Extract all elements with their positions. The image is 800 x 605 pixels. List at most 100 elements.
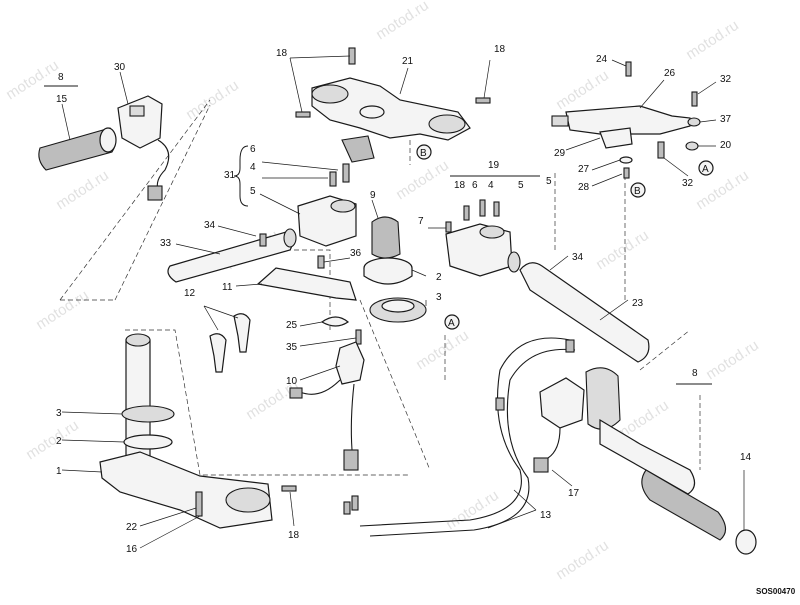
callout-37: 37: [720, 114, 732, 125]
bottom-yoke-1: [99, 451, 273, 529]
callout-17: 17: [568, 488, 580, 499]
cable-b: [369, 348, 576, 537]
watermark: motod.ru: [553, 537, 612, 584]
clip-25: [320, 316, 350, 327]
damper-eye-37: [687, 117, 701, 127]
callout-29: 29: [554, 148, 566, 159]
right-switch-wire: [547, 427, 561, 459]
stem-bearing-3: [121, 405, 175, 423]
callout-6: 6: [250, 144, 256, 155]
bar-end-cap: [735, 529, 757, 555]
callout-22: 22: [126, 522, 138, 533]
ignition-switch-10: [289, 316, 365, 471]
nut-9: [371, 216, 401, 259]
callout-30: 30: [114, 62, 126, 73]
bolt-r6: [479, 199, 486, 217]
bolt-18-left: [295, 111, 311, 118]
bolt-18-lower: [281, 485, 297, 492]
callout-18: 18: [276, 48, 288, 59]
ref-mark-a: A: [448, 318, 455, 329]
right-grip-14: [641, 469, 727, 541]
cable-end-a: [351, 495, 359, 511]
bolt-32-low: [657, 141, 665, 159]
top-yoke-center-bore: [359, 105, 385, 119]
callout-5: 5: [546, 176, 552, 187]
bolt-22: [195, 491, 203, 517]
bearing-3-inner: [381, 299, 415, 313]
ignition-wire-b: [350, 383, 355, 451]
callout-33: 33: [160, 238, 172, 249]
callout-11: 11: [222, 282, 233, 293]
right-grip-assembly: [533, 367, 757, 555]
callout-15: 15: [56, 94, 68, 105]
callout-23: 23: [632, 298, 644, 309]
ref-mark-b: B: [634, 186, 641, 197]
callout-34: 34: [204, 220, 216, 231]
callout-10: 10: [286, 376, 298, 387]
callout-3: 3: [56, 408, 62, 419]
bolt-7: [445, 221, 452, 233]
callout-5: 5: [250, 186, 256, 197]
damper-body: [565, 105, 691, 135]
callout-25: 25: [286, 320, 298, 331]
ref-circle-b-right: [630, 182, 646, 198]
callout-36: 36: [350, 248, 362, 259]
callout-14: 14: [740, 452, 752, 463]
callout-27: 27: [578, 164, 590, 175]
top-yoke-left-clamp: [311, 84, 349, 104]
bottom-yoke-clamp: [225, 487, 271, 513]
callout-28: 28: [578, 182, 590, 193]
washer-20: [685, 141, 699, 151]
ignition-switch-body: [335, 341, 365, 385]
watermark: motod.ru: [33, 287, 92, 334]
cable-a: [359, 337, 571, 527]
group-braces: [44, 85, 712, 385]
callout-6: 6: [472, 180, 478, 191]
callout-2: 2: [436, 272, 442, 283]
ref-mark-b: B: [420, 148, 427, 159]
callout-18: 18: [288, 530, 300, 541]
watermark: motod.ru: [373, 0, 432, 43]
ignition-connector-b: [343, 449, 359, 471]
watermark: motod.ru: [183, 77, 242, 124]
right-clip-on-19: [445, 199, 650, 363]
drawing-code: SOS00470: [756, 587, 796, 596]
ref-circle-b-top: [416, 144, 432, 160]
pin-34: [259, 233, 267, 247]
bolt-r18: [463, 205, 470, 221]
watermark: motod.ru: [593, 227, 652, 274]
callout-9: 9: [370, 190, 376, 201]
brace-31: [233, 145, 249, 207]
assembly-guide-lines: [59, 99, 701, 476]
callout-32: 32: [682, 178, 694, 189]
top-yoke-right-clamp: [428, 114, 466, 134]
cable-end-b: [343, 501, 351, 515]
ignition-keys-12: [209, 313, 251, 373]
damper-rod: [551, 115, 569, 127]
right-switch-connector: [533, 457, 549, 473]
bolt-18-right: [475, 97, 491, 104]
callout-34: 34: [572, 252, 584, 263]
washer-27: [619, 156, 633, 164]
steering-head-parts: [363, 216, 427, 323]
callout-24: 24: [596, 54, 608, 65]
switch-button: [129, 105, 145, 117]
callout-16: 16: [126, 544, 138, 555]
callout-3: 3: [436, 292, 442, 303]
callout-26: 26: [664, 68, 676, 79]
cover-plate-11: [256, 255, 357, 301]
stem-seal-2: [123, 434, 173, 450]
callout-19: 19: [488, 160, 500, 171]
callout-21: 21: [402, 56, 414, 67]
bolt-6: [342, 163, 350, 183]
top-yoke-21: [295, 47, 491, 163]
callout-labels: 8 15 30 18 21 18 6 4 31 5 34 33 9 7 36 1…: [56, 44, 752, 555]
callout-4: 4: [488, 180, 494, 191]
left-clip-on-31: [167, 163, 357, 283]
throttle-cables-13: [343, 337, 576, 537]
bolt-24: [625, 61, 632, 77]
callout-8: 8: [692, 368, 698, 379]
reference-circles: [416, 144, 714, 330]
